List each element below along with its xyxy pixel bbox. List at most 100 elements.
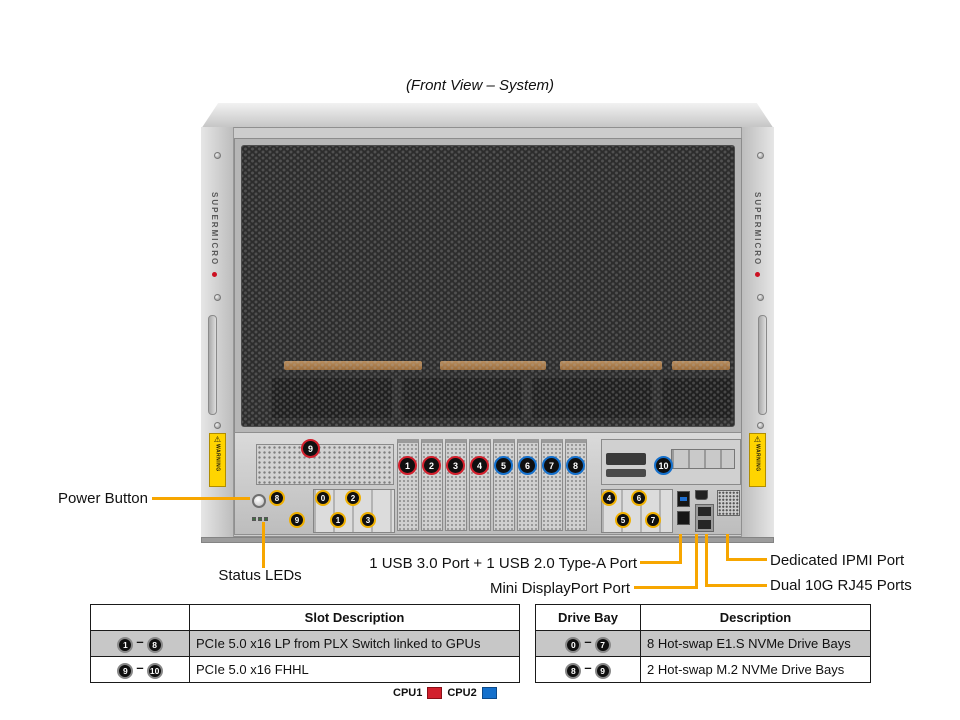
leader-line-ipmi — [727, 558, 767, 561]
slot-badge-9: 9 — [117, 663, 134, 679]
pcie-slot — [517, 439, 539, 531]
leader-line-usb — [679, 534, 682, 564]
power-button — [252, 494, 266, 508]
leader-line-rj45 — [706, 584, 767, 587]
port-cutout — [606, 469, 646, 477]
table-row: 9–10 PCIe 5.0 x16 FHHL — [90, 656, 520, 683]
callout-bay-4: 4 — [601, 490, 617, 506]
mini-dp-label: Mini DisplayPort Port — [489, 580, 630, 597]
right-handle — [758, 315, 767, 415]
drive-table-header-desc: Description — [640, 604, 871, 631]
bay-badge-7: 7 — [594, 637, 611, 653]
pcie-slot — [445, 439, 467, 531]
leader-line-ipmi — [726, 534, 729, 561]
callout-slot-9: 9 — [301, 439, 320, 458]
slot-description-cell: PCIe 5.0 x16 LP from PLX Switch linked t… — [189, 630, 520, 657]
leader-line-power — [152, 497, 250, 500]
warning-label-right: ⚠ WARNING — [749, 433, 766, 487]
callout-bay-7: 7 — [645, 512, 661, 528]
mesh-perforation-pattern — [242, 146, 734, 426]
leader-line-status — [262, 522, 265, 568]
slot-table-corner — [90, 604, 190, 631]
slot-table-header: Slot Description — [189, 604, 520, 631]
left-handle — [208, 315, 217, 415]
slot-description-table: Slot Description 1–8 PCIe 5.0 x16 LP fro… — [90, 604, 520, 683]
usb2-port — [677, 511, 690, 525]
cpu2-color-swatch — [481, 687, 497, 699]
ipmi-label: Dedicated IPMI Port — [770, 552, 905, 569]
brand-dot-right — [755, 272, 760, 277]
vent-grille — [256, 444, 394, 485]
screw — [214, 152, 221, 159]
gpu-module — [662, 378, 732, 418]
screw — [757, 422, 764, 429]
range-dash: – — [136, 634, 144, 649]
slot-badge-8: 8 — [146, 637, 163, 653]
front-io-section: 9 1 2 3 4 5 6 7 8 10 8 9 0 — [234, 432, 742, 535]
leader-line-mdp — [634, 586, 698, 589]
pcie-slot — [565, 439, 587, 531]
callout-bay-6: 6 — [631, 490, 647, 506]
slot-range-cell: 9–10 — [90, 656, 190, 683]
cpu1-label: CPU1 — [393, 687, 423, 699]
status-led — [252, 517, 256, 521]
screw — [757, 152, 764, 159]
perforated-mesh-panel — [241, 145, 735, 427]
gpu-bridge — [560, 361, 662, 370]
gpu-module — [272, 378, 392, 418]
callout-slot-7: 7 — [542, 456, 561, 475]
screw — [214, 422, 221, 429]
callout-slot-8: 8 — [566, 456, 585, 475]
range-dash: – — [584, 634, 592, 649]
callout-bay-0: 0 — [315, 490, 331, 506]
callout-slot-6: 6 — [518, 456, 537, 475]
power-button-label: Power Button — [57, 490, 148, 507]
callout-bay-2: 2 — [345, 490, 361, 506]
gpu-module — [532, 378, 652, 418]
callout-bay-5: 5 — [615, 512, 631, 528]
callout-bay-1: 1 — [330, 512, 346, 528]
slot-range-cell: 1–8 — [90, 630, 190, 657]
gpu-module — [402, 378, 522, 418]
warning-triangle-icon: ⚠ — [213, 435, 222, 444]
drive-table-header-bay: Drive Bay — [535, 604, 641, 631]
pcie-slot — [421, 439, 443, 531]
callout-slot-5: 5 — [494, 456, 513, 475]
pcie-slot — [541, 439, 563, 531]
drive-bay-table: Drive Bay Description 0–7 8 Hot-swap E1.… — [535, 604, 871, 683]
table-row: 0–7 8 Hot-swap E1.S NVMe Drive Bays — [535, 630, 871, 657]
screw — [757, 294, 764, 301]
callout-bay-3: 3 — [360, 512, 376, 528]
usb-ports-label: 1 USB 3.0 Port + 1 USB 2.0 Type-A Port — [369, 555, 637, 572]
rj45-ports — [695, 504, 714, 532]
table-row: 8–9 2 Hot-swap M.2 NVMe Drive Bays — [535, 656, 871, 683]
bay-range-cell: 8–9 — [535, 656, 641, 683]
rj45-label: Dual 10G RJ45 Ports — [770, 577, 912, 594]
page-title: (Front View – System) — [405, 77, 555, 94]
port-cutout — [606, 453, 646, 465]
warning-triangle-icon: ⚠ — [753, 435, 762, 444]
chassis-top-lid — [201, 103, 774, 129]
bay-badge-8: 8 — [565, 663, 582, 679]
chassis-base — [201, 537, 774, 543]
warning-label-left: ⚠ WARNING — [209, 433, 226, 487]
range-dash: – — [136, 660, 144, 675]
slot-description-cell: PCIe 5.0 x16 FHHL — [189, 656, 520, 683]
mini-displayport — [695, 490, 708, 500]
range-dash: – — [584, 660, 592, 675]
screw — [214, 294, 221, 301]
brand-logo-right: SUPERMICRO — [753, 192, 762, 267]
callout-slot-2: 2 — [422, 456, 441, 475]
gpu-bridge — [672, 361, 730, 370]
callout-slot-4: 4 — [470, 456, 489, 475]
slot-badge-10: 10 — [146, 663, 163, 679]
usb3-port — [677, 491, 690, 507]
table-header-row: Slot Description — [90, 604, 520, 631]
status-leds-label: Status LEDs — [218, 567, 302, 584]
callout-bay-9: 9 — [289, 512, 305, 528]
callout-slot-1: 1 — [398, 456, 417, 475]
leader-line-rj45 — [705, 534, 708, 587]
cpu-legend: CPU1 CPU2 — [393, 687, 497, 699]
bay-description-cell: 8 Hot-swap E1.S NVMe Drive Bays — [640, 630, 871, 657]
pcie-slot — [397, 439, 419, 531]
